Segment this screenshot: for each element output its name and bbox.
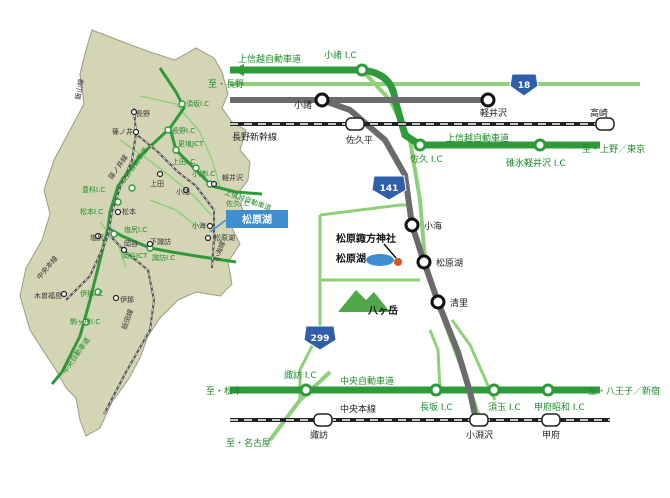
label-joshinetsu-2: 上信越自動車道 (446, 132, 509, 144)
chuo-expressway-left (50, 226, 237, 385)
route-141-shield: 141 (371, 175, 407, 201)
label-karuizawa: 軽井沢 (222, 173, 243, 182)
label-to-hachioji: 至・八王子／新宿 (588, 385, 660, 397)
label-nagano: 長野 (136, 110, 150, 118)
rail-station-boxes (313, 117, 615, 427)
label-koshoku-jct: 更埴JCT (178, 139, 204, 148)
label-ina: 伊那 (120, 295, 134, 304)
prefecture-map: 松原湖 長野 須坂I.C 篠ノ井 長野I.C 更埴JCT 上田I.C 上田 小諸… (19, 29, 288, 437)
label-komoro: 小諸 (176, 187, 190, 196)
label-chuo-line: 中央本線 (340, 403, 376, 415)
label-kiso-fukushima: 木曽福島 (34, 291, 62, 300)
label-nagasaka-ic: 長坂 I.C (420, 402, 453, 413)
label-yatsugatake: 八ヶ岳 (367, 304, 398, 317)
label-suzaka-ic: 須坂I.C (186, 99, 209, 108)
label-shinonoi: 篠ノ井 (112, 127, 133, 136)
lake-callout-label: 松原湖 (242, 213, 272, 226)
label-okaya-jct: 岡谷JCT (122, 251, 148, 260)
label-komoro-ic: 小諸I.C (192, 169, 215, 178)
joshinetsu-expressway (230, 66, 600, 149)
label-karuizawa: 軽井沢 (480, 107, 507, 119)
label-saku-ic: 佐久 I.C (410, 153, 443, 165)
expressway-arrow-left (232, 64, 244, 76)
local-road-loop (298, 203, 497, 401)
label-suwa-ic: 諏訪 I.C (284, 369, 317, 381)
label-iiyama-line: 飯山線 (73, 78, 86, 100)
label-to-nagoya: 至・名古屋 (226, 437, 271, 449)
route-18-shield: 18 (509, 73, 539, 97)
label-ina-ic: 伊那I.C (80, 289, 103, 298)
label-to-nagano: 至・長野 (208, 79, 244, 90)
label-kiyosato: 清里 (450, 297, 468, 309)
label-komagane-ic: 駒ヶ根I.C (70, 317, 100, 326)
label-shimosuwa: 下諏訪 (150, 237, 171, 246)
label-koumi: 小海 (424, 220, 442, 232)
yatsugatake-mountain-icon (338, 290, 390, 312)
label-joshinetsu-top: 上信越自動車道 (238, 53, 301, 65)
label-to-ueno: 至・上野／東京 (582, 143, 645, 155)
label-ueda-ic: 上田I.C (172, 157, 195, 166)
label-komoro-ic: 小諸 I.C (324, 49, 357, 61)
label-komoro: 小諸 (294, 99, 312, 111)
label-suwa-ic: 諏訪I.C (152, 253, 175, 262)
label-okaya: 岡谷 (124, 239, 138, 248)
shrine-pointer (383, 243, 397, 259)
label-usui-ic: 碓氷軽井沢 I.C (506, 157, 566, 169)
local-roads (99, 95, 221, 269)
label-to-matsumoto: 至・松本 (206, 385, 242, 397)
label-shrine: 松原諏方神社 (336, 232, 396, 245)
label-chuo-expressway: 中央自動車道 (340, 375, 394, 387)
label-shiojiri-ic: 塩尻I.C (124, 225, 147, 234)
label-ueda: 上田 (150, 179, 164, 188)
shrine-marker (394, 258, 402, 266)
label-sakudaira: 佐久平 (346, 134, 373, 146)
detail-map: 18 141 299 上信越自動 (206, 49, 660, 449)
label-toyoshina-ic: 豊科I.C (82, 185, 105, 194)
road-to-nagoya (268, 370, 332, 442)
nagano-prefecture-shape (19, 29, 251, 437)
label-nagano-ic: 長野I.C (172, 127, 195, 135)
route-299-shield: 299 (303, 325, 337, 351)
label-takasaki: 高崎 (590, 107, 608, 119)
label-kofu: 甲府 (542, 429, 560, 441)
lake-callout-box (226, 210, 288, 228)
left-station-markers (60, 108, 218, 302)
label-kofu-showa-ic: 甲府昭和 I.C (534, 401, 585, 413)
label-nagano-shinkansen: 長野新幹線 (232, 131, 277, 143)
svg-text:141: 141 (380, 184, 399, 194)
svg-text:299: 299 (311, 334, 330, 344)
svg-text:18: 18 (518, 81, 531, 91)
label-saku-ic: 佐久I.C (226, 199, 249, 208)
label-kobuchizawa: 小淵沢 (466, 429, 493, 441)
ic-markers (299, 63, 555, 397)
label-suwa: 諏訪 (310, 429, 328, 441)
label-shiojiri: 塩尻 (90, 233, 104, 242)
label-koumi: 小海 (192, 221, 206, 230)
station-markers (314, 92, 496, 310)
label-matsubarako: 松原湖 (214, 233, 235, 242)
label-station-lake: 松原湖 (436, 257, 463, 269)
label-matsumoto: 松本 (122, 207, 136, 216)
label-sudama-ic: 須玉 I.C (488, 402, 521, 413)
label-lake: 松原湖 (336, 252, 366, 265)
lake-shape (366, 254, 394, 266)
label-matsumoto-ic: 松本I.C (80, 207, 103, 216)
